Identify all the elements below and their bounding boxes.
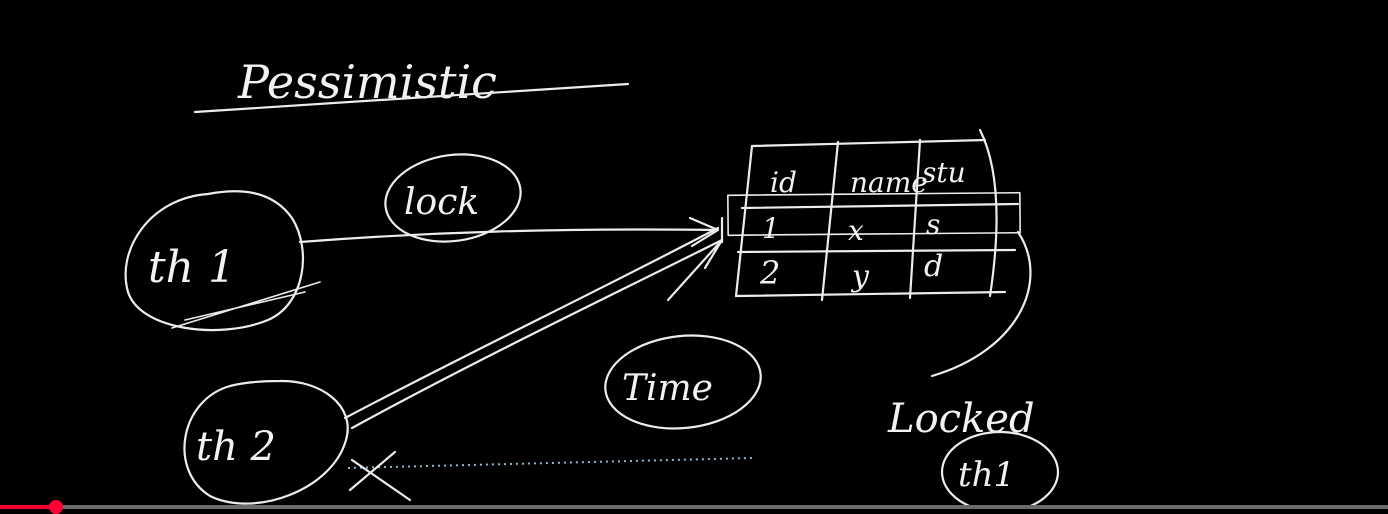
video-scrubber-handle[interactable] <box>48 500 63 514</box>
title-underline <box>193 82 630 114</box>
thread1-to-row-arrow <box>298 228 720 244</box>
locked-row-highlight <box>727 191 1021 237</box>
table-horizontal-lines <box>734 138 1020 298</box>
table-cell-r1-c1: 1 <box>762 212 780 245</box>
time-label: Time <box>622 368 713 409</box>
locked-thread-circle <box>940 430 1060 505</box>
lock-ellipse <box>384 153 522 243</box>
thread2-label: th 2 <box>196 424 276 470</box>
thread2-to-row-arrow <box>343 226 724 430</box>
lock-label: lock <box>404 182 479 223</box>
blocked-cross-icon <box>348 450 412 502</box>
locked-label: Locked <box>887 396 1035 442</box>
video-progress-fill <box>0 505 56 509</box>
thread2-circle <box>183 379 349 505</box>
table-cell-r2-c3: d <box>924 249 943 284</box>
time-ellipse <box>604 334 762 430</box>
table-cell-r1-c3: s <box>926 208 940 241</box>
blocked-dotted-line <box>347 457 753 469</box>
table-cell-r2-c2: y <box>850 259 870 294</box>
thread1-underline <box>171 281 321 329</box>
table-vertical-lines <box>734 128 998 302</box>
table-cell-r1-c2: x <box>848 214 864 247</box>
table-header-name: name <box>850 166 928 199</box>
arrow-head-1 <box>688 216 724 248</box>
table-header-id: id <box>770 166 797 199</box>
locked-thread-label: th1 <box>958 455 1015 495</box>
thread1-label: th 1 <box>148 242 236 293</box>
video-progress-bar[interactable] <box>0 500 1388 514</box>
db-table: id name stu 1 x s 2 y d <box>727 128 1021 302</box>
thread1-circle <box>124 190 304 332</box>
table-header-stu: stu <box>922 156 966 189</box>
table-to-locked-curve <box>930 230 1032 378</box>
table-cell-r2-c1: 2 <box>759 254 780 292</box>
arrow-head-2 <box>666 238 724 302</box>
